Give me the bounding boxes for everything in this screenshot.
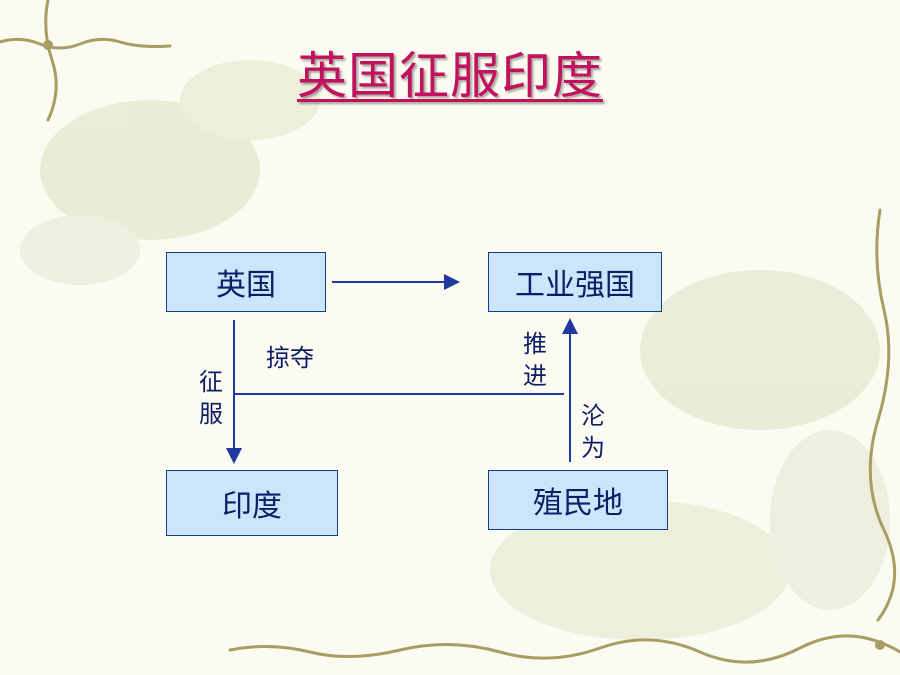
faded-petal-left xyxy=(20,215,140,285)
node-industrial-power: 工业强国 xyxy=(488,252,662,312)
vine-left xyxy=(44,0,58,122)
edge-label-reduce-to-char: 为 xyxy=(581,434,605,462)
faded-leaf-left xyxy=(180,60,320,140)
node-colony: 殖民地 xyxy=(488,470,668,530)
edge-label-reduce-to: 沦 为 xyxy=(578,400,608,464)
vine-knot xyxy=(43,40,53,50)
edge-label-promote: 推 进 xyxy=(520,328,550,392)
node-india-label: 印度 xyxy=(222,489,282,524)
edge-label-plunder: 掠夺 xyxy=(266,344,314,372)
edge-label-conquer: 征 服 xyxy=(196,366,226,430)
vine-knot xyxy=(875,640,885,650)
page-title: 英国征服印度 xyxy=(297,47,603,105)
vine-right xyxy=(868,208,897,622)
vine-bottom xyxy=(228,634,900,664)
node-colony-label: 殖民地 xyxy=(533,486,623,521)
node-industrial-power-label: 工业强国 xyxy=(515,268,635,303)
faded-flower-right xyxy=(640,270,880,430)
edge-label-conquer-char: 征 xyxy=(199,368,223,396)
node-britain: 英国 xyxy=(166,252,326,312)
edge-label-promote-char: 推 xyxy=(523,330,547,358)
faded-petal-right xyxy=(770,430,890,610)
faded-flower-left xyxy=(40,100,260,240)
edge-label-conquer-char: 服 xyxy=(199,400,223,428)
vine-top-left xyxy=(0,37,172,50)
node-india: 印度 xyxy=(166,470,338,536)
faded-leaf-right xyxy=(490,500,790,640)
edge-label-promote-char: 进 xyxy=(523,362,547,390)
node-britain-label: 英国 xyxy=(216,268,276,303)
edge-label-reduce-to-char: 沦 xyxy=(581,402,605,430)
